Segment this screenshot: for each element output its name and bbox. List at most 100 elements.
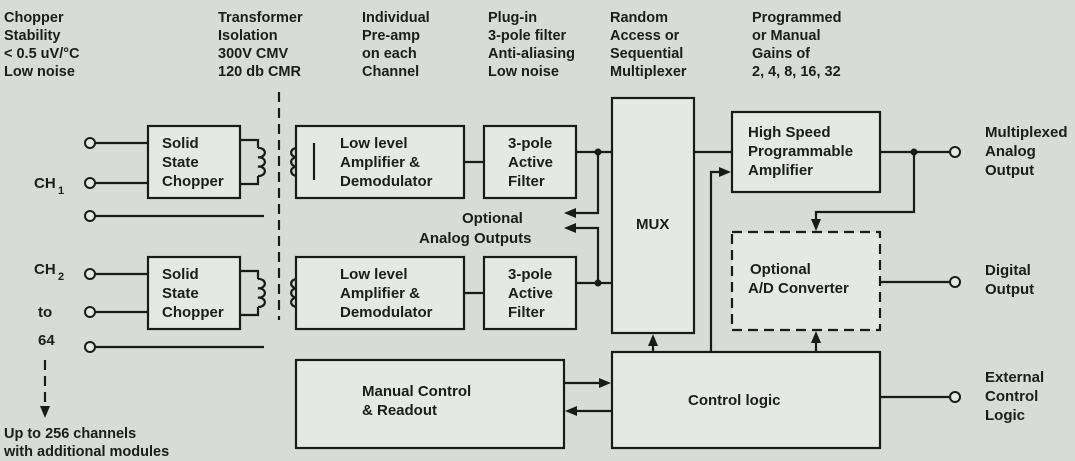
low-level-amplifier-2 bbox=[294, 255, 466, 331]
amplifier-label: Amplifier & bbox=[340, 154, 420, 171]
external-control-label: Logic bbox=[985, 407, 1025, 424]
optional-outputs-label: Optional bbox=[462, 210, 523, 227]
control-logic-label: Control logic bbox=[688, 392, 781, 409]
filter-label: Filter bbox=[508, 304, 545, 321]
channel-2: CH 2 to 64 Solid State Chopper Low level… bbox=[34, 223, 612, 353]
chopper-label: State bbox=[162, 154, 199, 171]
ch2-range: 64 bbox=[38, 332, 55, 349]
filter-label: 3-pole bbox=[508, 266, 552, 283]
header-mux: Random Access or Sequential Multiplexer bbox=[610, 10, 687, 80]
arrowhead bbox=[564, 223, 576, 233]
ch1-label: CH bbox=[34, 175, 56, 192]
optional-outputs-label: Analog Outputs bbox=[419, 230, 532, 247]
header-line: Plug-in bbox=[488, 10, 537, 26]
header-line: Transformer bbox=[218, 10, 303, 26]
external-control-label: Control bbox=[985, 388, 1038, 405]
more-channels-label: Up to 256 channels bbox=[4, 426, 136, 442]
header-line: on each bbox=[362, 46, 417, 62]
mux-label: MUX bbox=[636, 216, 669, 233]
arrowhead bbox=[811, 219, 821, 231]
transformer-primary-coil bbox=[257, 146, 266, 178]
ch2-range: to bbox=[38, 304, 52, 321]
wire bbox=[709, 170, 720, 352]
header-line: Low noise bbox=[4, 64, 75, 80]
wire bbox=[576, 152, 600, 215]
input-terminal bbox=[84, 268, 96, 280]
transformer-secondary-coil bbox=[290, 146, 299, 178]
chopper-label: Solid bbox=[162, 135, 199, 152]
more-channels-arrow bbox=[40, 406, 50, 418]
header-line: Random bbox=[610, 10, 668, 26]
header-line: Programmed bbox=[752, 10, 841, 26]
hs-amp-label: High Speed bbox=[748, 124, 831, 141]
active-filter-2 bbox=[482, 255, 578, 331]
wire bbox=[240, 269, 260, 279]
manual-control-label: & Readout bbox=[362, 402, 437, 419]
header-line: Multiplexer bbox=[610, 64, 687, 80]
input-terminal bbox=[84, 177, 96, 189]
chopper-label: Solid bbox=[162, 266, 199, 283]
more-channels-label: with additional modules bbox=[3, 444, 169, 460]
header-line: 300V CMV bbox=[218, 46, 288, 62]
amplifier-label: Low level bbox=[340, 135, 408, 152]
header-line: Access or bbox=[610, 28, 680, 44]
arrowhead bbox=[565, 406, 577, 416]
digital-output-terminal[interactable] bbox=[949, 276, 961, 288]
header-line: Stability bbox=[4, 28, 60, 44]
header-line: Individual bbox=[362, 10, 430, 26]
amplifier-label: Low level bbox=[340, 266, 408, 283]
chopper-label: State bbox=[162, 285, 199, 302]
ch2-subscript: 2 bbox=[58, 271, 64, 283]
transformer-primary-coil bbox=[257, 277, 266, 309]
header-chopper: Chopper Stability < 0.5 uV/°C Low noise bbox=[4, 10, 80, 80]
header-line: Pre-amp bbox=[362, 28, 420, 44]
wire bbox=[240, 307, 260, 317]
digital-output-label: Output bbox=[985, 281, 1034, 298]
solid-state-chopper-2 bbox=[146, 255, 242, 331]
ch1-subscript: 1 bbox=[58, 185, 64, 197]
external-control-terminal[interactable] bbox=[949, 391, 961, 403]
chopper-label: Chopper bbox=[162, 173, 224, 190]
solid-state-chopper-1 bbox=[146, 124, 242, 200]
header-line: < 0.5 uV/°C bbox=[4, 46, 80, 62]
wire bbox=[814, 152, 916, 220]
amplifier-label: Demodulator bbox=[340, 304, 433, 321]
adc-label: Optional bbox=[750, 261, 811, 278]
wire bbox=[240, 138, 260, 148]
header-line: Low noise bbox=[488, 64, 559, 80]
wire bbox=[240, 176, 260, 186]
analog-output-terminal[interactable] bbox=[949, 146, 961, 158]
adc-label: A/D Converter bbox=[748, 280, 849, 297]
low-level-amplifier-1 bbox=[294, 124, 466, 200]
header-preamp: Individual Pre-amp on each Channel bbox=[362, 10, 430, 80]
arrowhead bbox=[811, 331, 821, 343]
arrowhead bbox=[564, 208, 576, 218]
header-line: or Manual bbox=[752, 28, 820, 44]
digital-output-label: Digital bbox=[985, 262, 1031, 279]
control-logic-block bbox=[610, 350, 882, 450]
header-gains: Programmed or Manual Gains of 2, 4, 8, 1… bbox=[752, 10, 841, 80]
header-line: Sequential bbox=[610, 46, 683, 62]
chopper-label: Chopper bbox=[162, 304, 224, 321]
high-speed-amplifier-block bbox=[730, 110, 882, 194]
hs-amp-label: Amplifier bbox=[748, 162, 813, 179]
filter-label: Active bbox=[508, 285, 553, 302]
analog-output-label: Multiplexed bbox=[985, 124, 1068, 141]
filter-label: Active bbox=[508, 154, 553, 171]
input-terminal bbox=[84, 137, 96, 149]
input-terminal bbox=[84, 210, 96, 222]
arrowhead bbox=[599, 378, 611, 388]
transformer-secondary-coil bbox=[290, 277, 299, 309]
multiplexer-block bbox=[610, 96, 696, 335]
wire bbox=[576, 226, 600, 283]
header-line: 120 db CMR bbox=[218, 64, 302, 80]
channel-1: CH 1 Solid State Chopper Low level Ampli… bbox=[34, 124, 612, 222]
ch2-label: CH bbox=[34, 261, 56, 278]
manual-control-block bbox=[294, 358, 566, 450]
input-terminal bbox=[84, 341, 96, 353]
active-filter-1 bbox=[482, 124, 578, 200]
analog-output-label: Output bbox=[985, 162, 1034, 179]
header-filter: Plug-in 3-pole filter Anti-aliasing Low … bbox=[488, 10, 575, 80]
